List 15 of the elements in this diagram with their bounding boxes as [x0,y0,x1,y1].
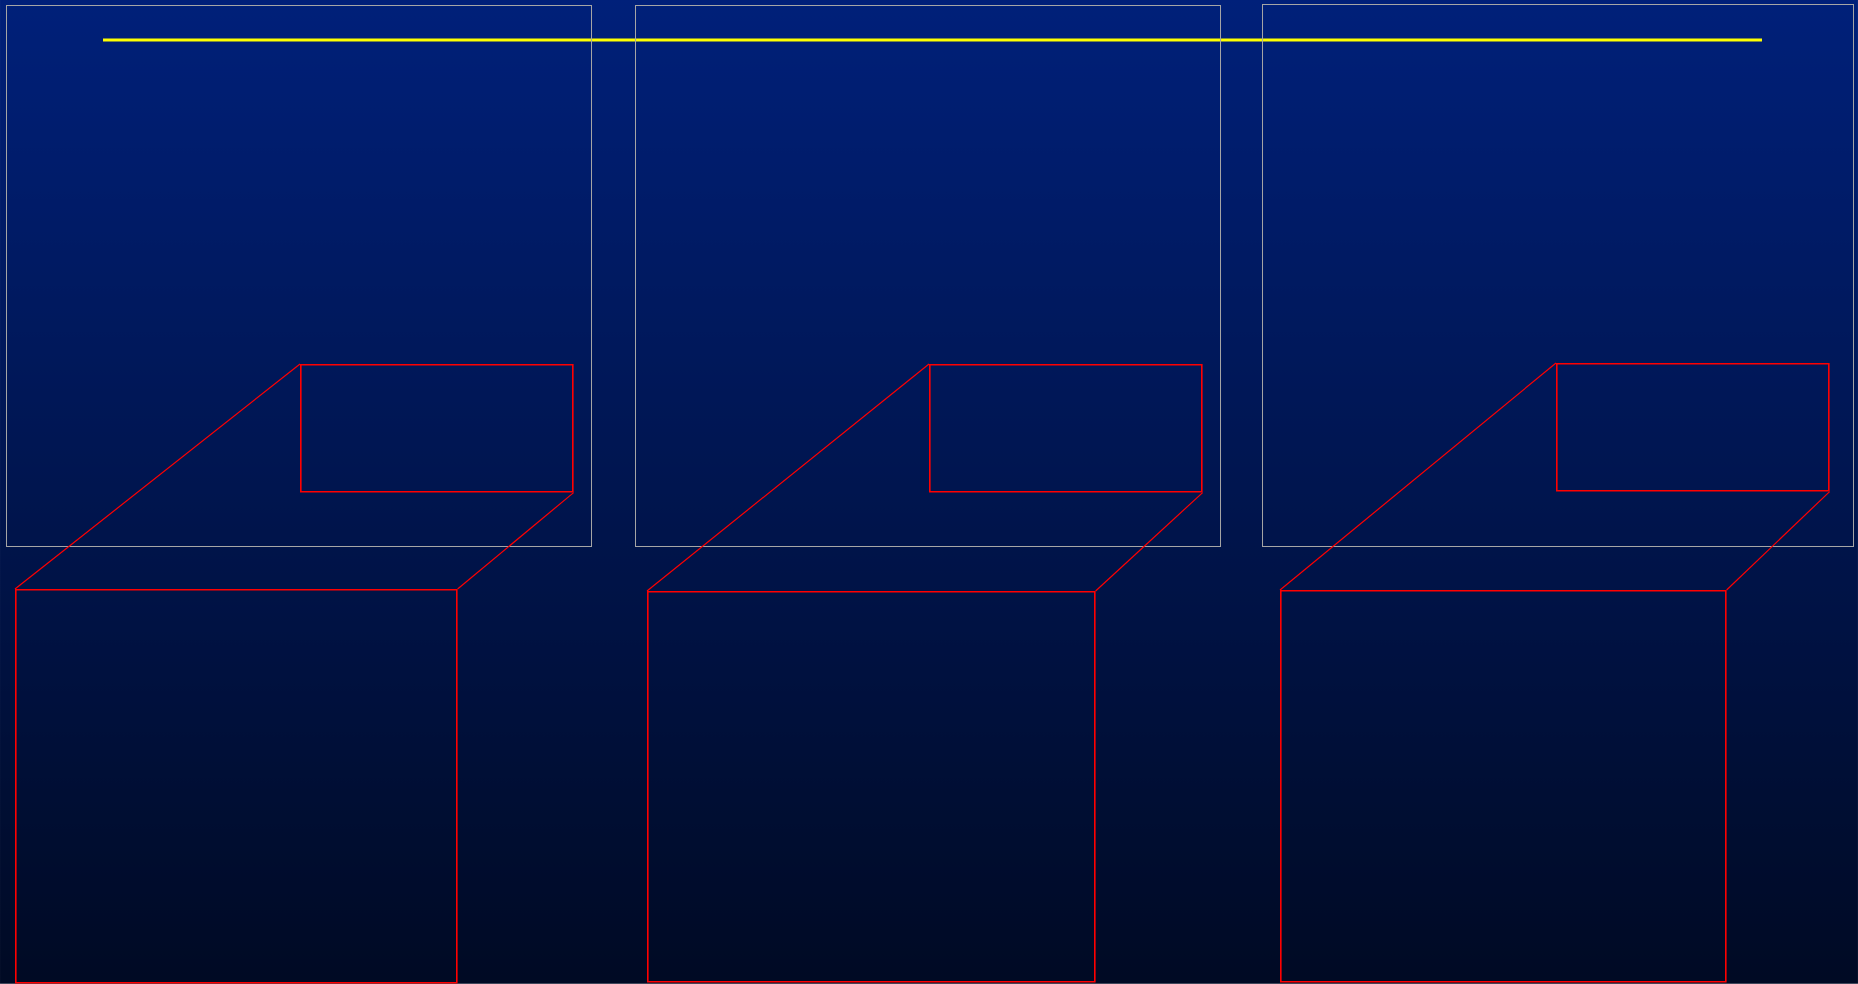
panel-frame [635,5,1221,547]
zoom-box [15,589,458,984]
leader-line [1095,492,1204,592]
panel-frame [1262,4,1854,547]
inset-box [300,364,574,493]
inset-box [1556,363,1830,492]
leader-line [14,363,301,590]
leader-line [457,492,575,590]
zoom-box [1280,590,1727,983]
panel-frame [6,5,592,547]
leader-line [1279,362,1557,591]
leader-line [646,363,930,592]
leader-line [1726,491,1831,591]
zoom-box [647,591,1096,983]
inset-box [929,364,1203,493]
